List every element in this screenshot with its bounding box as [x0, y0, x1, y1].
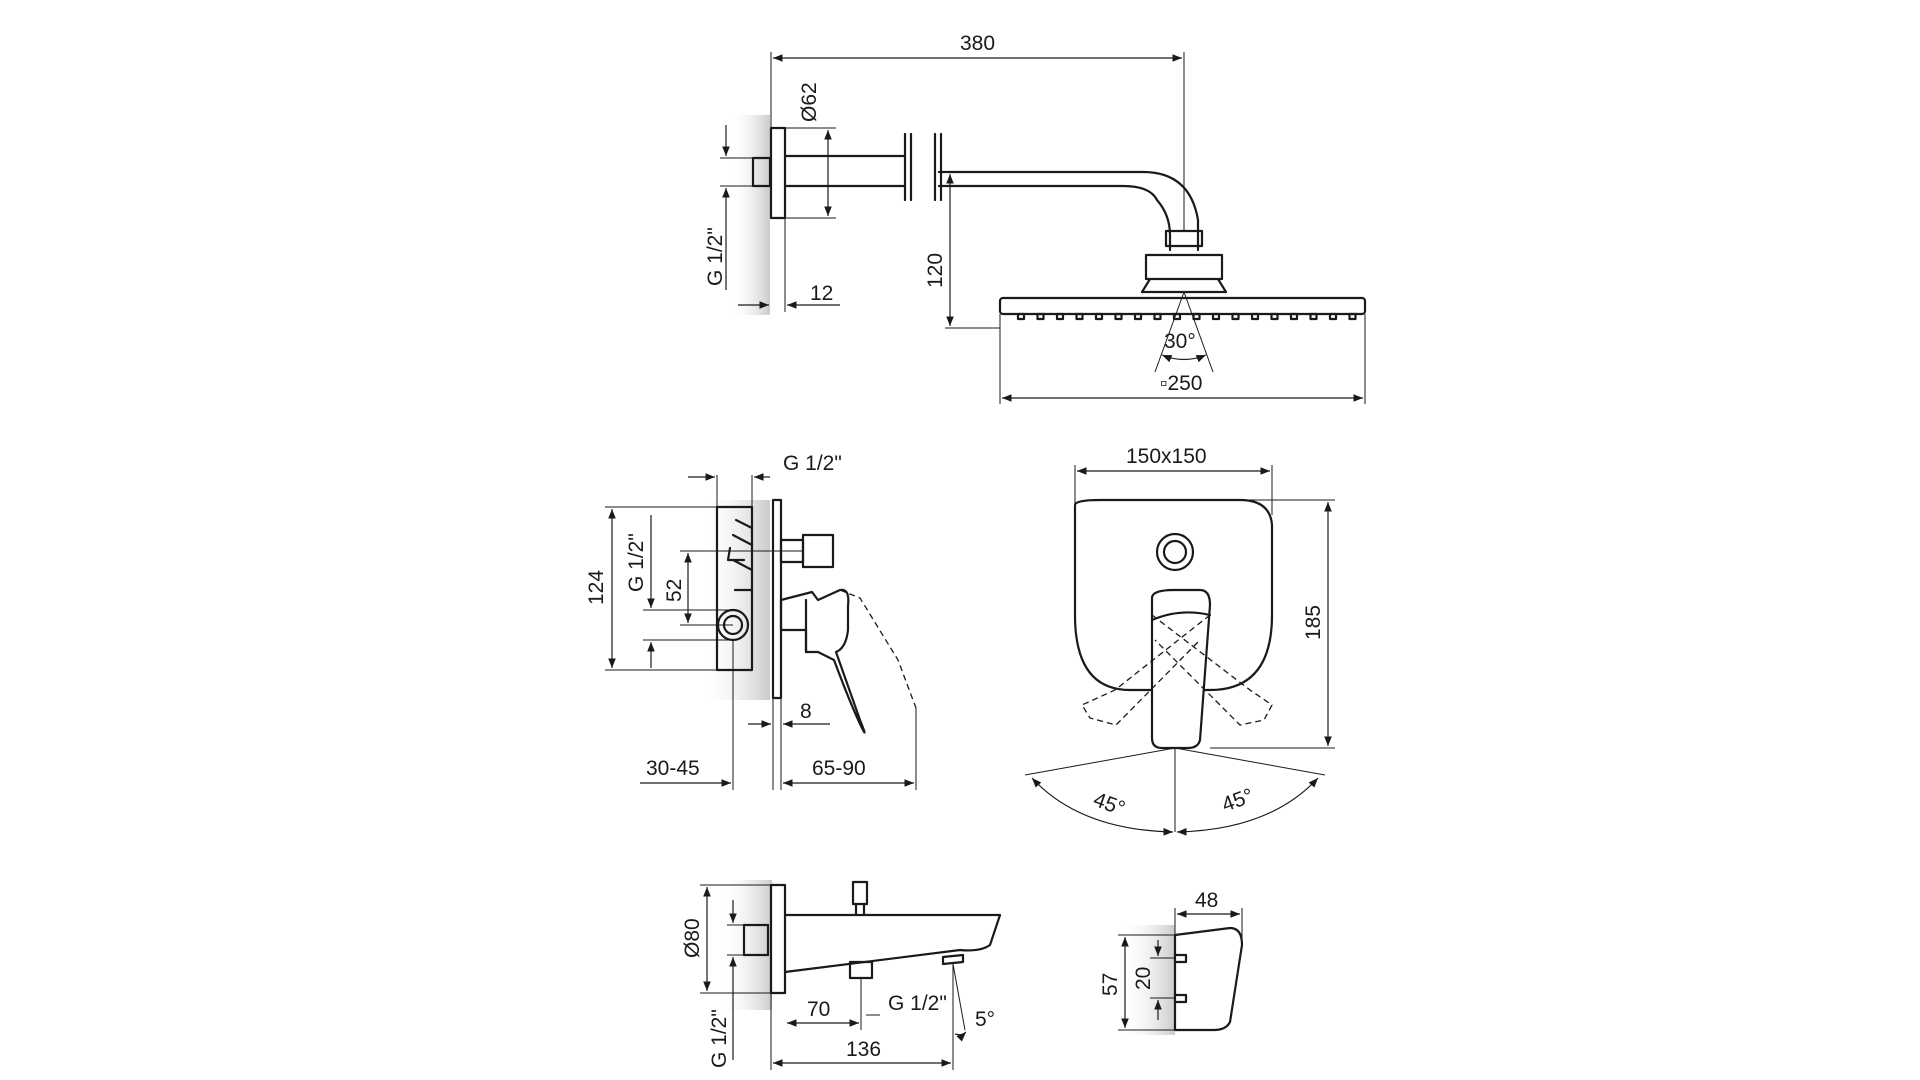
end-hole-top [1173, 953, 1188, 964]
shower-head-plate [998, 296, 1367, 316]
dim-end-width: 48 [1195, 889, 1218, 912]
angle-arc-right [1176, 777, 1319, 836]
spray-nozzle [1192, 312, 1201, 321]
dim-spout-length: 136 [846, 1038, 881, 1061]
slope-line-s [952, 963, 966, 1031]
angle-arc-left [1031, 777, 1174, 836]
valve-body [715, 505, 754, 672]
dim-outlet-spacing: 52 [663, 579, 686, 602]
spout-thread-stub [742, 923, 770, 957]
diverter-button-outer [1155, 532, 1195, 572]
diverter-button-inner [1162, 539, 1188, 565]
head-neck [1140, 277, 1228, 294]
spray-nozzle [1270, 312, 1279, 321]
spray-nozzle [1289, 312, 1299, 321]
dim-thread: G 1/2" [704, 227, 727, 286]
dim-plate-size: 150x150 [1126, 445, 1207, 468]
spray-nozzle [1309, 312, 1318, 321]
mixer-front-view: 150x150 185 45° 45° [1024, 445, 1335, 836]
dim-spout-flange-dia: Ø80 [681, 918, 704, 958]
spout-side-view: Ø80 G 1/2" 70 G 1/2" 5° 136 [681, 880, 1002, 1070]
slope-arc [954, 1031, 967, 1042]
dim-height-front: 185 [1302, 605, 1325, 640]
dim-thread-top: G 1/2" [783, 452, 842, 475]
mixer-side-view: G 1/2" 124 G 1/2" 52 8 30-45 65-90 [585, 452, 917, 790]
spray-nozzle [1036, 312, 1045, 321]
handle-ghost [839, 589, 917, 709]
spray-nozzle [1250, 312, 1260, 321]
diverter-pin-top [851, 880, 869, 906]
lever-ghost-left [1081, 614, 1211, 726]
dim-flange-thickness: 12 [810, 282, 833, 305]
swivel-nut [1164, 229, 1204, 248]
cover-plate [771, 498, 783, 700]
lever-ghost-right [1151, 614, 1273, 726]
spray-nozzle [1114, 312, 1123, 321]
spray-nozzle [1172, 312, 1182, 321]
spray-nozzle [1153, 312, 1162, 321]
dim-spray-angle: 30° [1164, 330, 1196, 353]
angle-line-right [1174, 747, 1326, 776]
shower-arm [783, 154, 1200, 252]
spray-nozzle [1133, 312, 1143, 321]
front-lever [1150, 588, 1212, 750]
dim-drop: 120 [924, 253, 947, 288]
dim-height: 124 [585, 570, 608, 605]
dim-angle-right: 45° [1219, 784, 1257, 816]
dim-head-size: ▫250 [1160, 372, 1202, 395]
dim-flange-dia: Ø62 [798, 82, 821, 122]
front-cover-plate [1073, 498, 1274, 692]
diverter-knob [801, 533, 835, 569]
shower-head-view: 30° 380 Ø62 G 1/2" 12 120 ▫250 [704, 32, 1367, 404]
dim-plate: 8 [800, 700, 812, 723]
spray-nozzle [1016, 312, 1026, 321]
spray-nozzle [1211, 312, 1221, 321]
spray-arc [1161, 354, 1207, 363]
arm-break [903, 132, 943, 202]
ball-joint [1144, 253, 1224, 281]
wall-flange [769, 126, 787, 220]
spout-aerator [941, 953, 965, 966]
lever-handle [779, 588, 866, 734]
dim-end-height: 57 [1099, 973, 1122, 996]
dim-depth-range: 30-45 [646, 757, 700, 780]
wall-shade-end [1120, 925, 1175, 1035]
spray-nozzle [1055, 312, 1065, 321]
dim-angle-left: 45° [1090, 788, 1128, 820]
valve-internal [726, 518, 754, 592]
dim-outlet-offset: 70 [807, 998, 830, 1021]
spout-end-profile [1173, 926, 1244, 1032]
spout-flange [769, 883, 787, 995]
end-hole-bottom [1173, 993, 1188, 1004]
spray-line-right [1183, 291, 1214, 373]
dim-projection-range: 65-90 [812, 757, 866, 780]
spray-nozzle [1348, 312, 1357, 321]
spray-nozzle [1328, 312, 1338, 321]
spray-nozzle [1075, 312, 1084, 321]
dim-spout-thread: G 1/2" [708, 1009, 731, 1068]
dim-arm-length: 380 [960, 32, 995, 55]
spray-nozzle [1094, 312, 1104, 321]
dim-slope: 5° [975, 1008, 995, 1031]
diverter-pin-stem [854, 902, 866, 917]
dim-hole-spacing: 20 [1132, 967, 1155, 990]
spray-line-left [1154, 291, 1185, 373]
angle-line-left [1024, 747, 1176, 776]
spray-nozzles [1016, 312, 1357, 321]
dim-outlet-thread: G 1/2" [888, 992, 947, 1015]
wall-shade [730, 115, 770, 315]
wall-shade-spout [720, 880, 772, 1010]
spray-nozzle [1231, 312, 1240, 321]
wall-shade-mixer [700, 500, 770, 700]
spout-body [783, 913, 1002, 974]
dim-thread-side: G 1/2" [625, 533, 648, 592]
spout-end-view: 48 57 20 [1099, 889, 1244, 1035]
